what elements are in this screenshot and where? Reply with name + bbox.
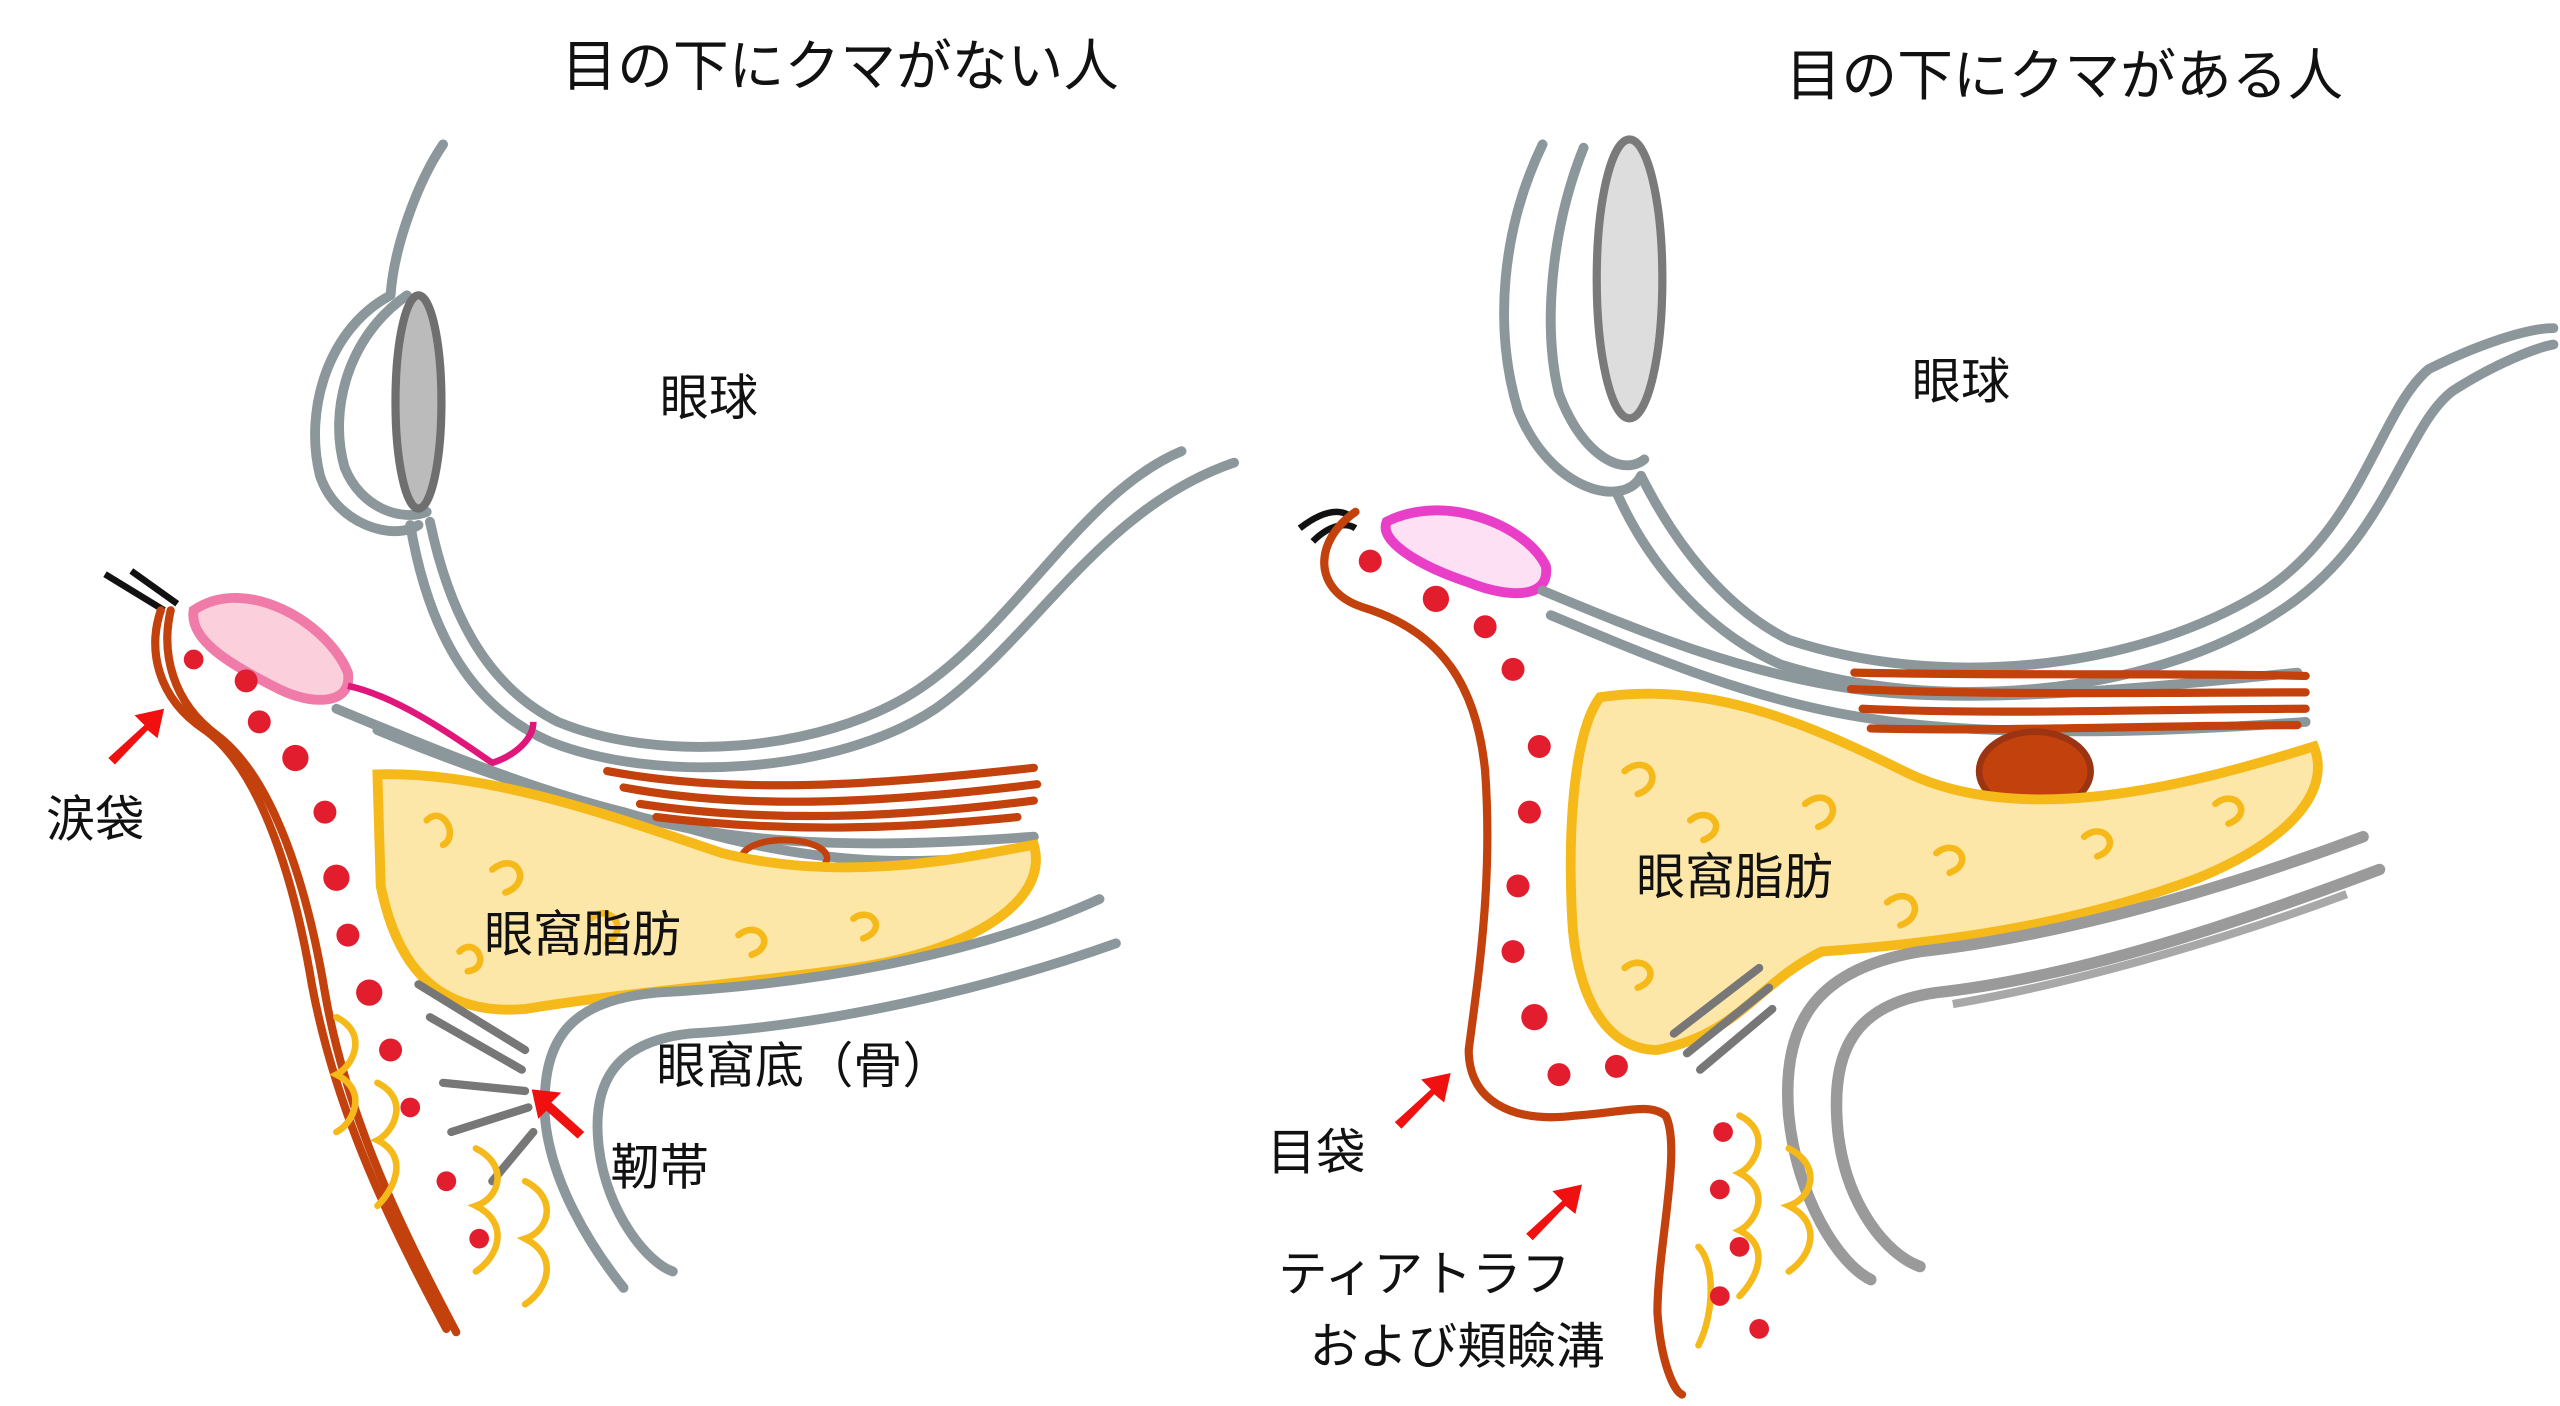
right-label-eyeball: 眼球: [1912, 353, 2010, 411]
left-cheek-fat: [329, 1013, 551, 1308]
right-orbital-floor-bone: [1782, 830, 2386, 1286]
left-eyelashes-icon: [103, 568, 180, 614]
left-title: 目の下にクマがない人: [561, 34, 1119, 99]
left-skin-line: [151, 606, 451, 1333]
right-muscle-fibers: [1846, 668, 2310, 814]
right-panel: 目の下にクマがある人: [1267, 44, 2559, 1399]
right-red-dots: [1358, 549, 1770, 1339]
right-label-eye-bag: 目袋: [1267, 1124, 1365, 1182]
right-arrow-tear-trough-icon: [1526, 1184, 1582, 1241]
right-eyelid-and-globe: [1499, 135, 2559, 697]
left-arrow-ligament-icon: [531, 1089, 585, 1139]
left-muscle-fibers: [603, 763, 1042, 880]
left-label-orbital-floor: 眼窩底（骨）: [656, 1037, 951, 1095]
left-ligament-fibers: [414, 980, 538, 1186]
right-cheek-fat: [1695, 1112, 1814, 1349]
left-label-ligament: 靭帯: [610, 1139, 708, 1197]
right-arrow-eye-bag-icon: [1394, 1072, 1451, 1129]
left-eyelid-and-globe: [310, 139, 1239, 773]
right-label-tear-trough: ティアトラフ: [1278, 1245, 1570, 1303]
right-orbicularis-muscle: [1380, 505, 1552, 598]
right-cornea: [1592, 135, 1667, 423]
left-label-orbital-fat: 眼窩脂肪: [484, 906, 681, 964]
left-orbital-fat: [372, 769, 1041, 1015]
left-cornea: [391, 291, 446, 513]
left-arrow-tear-trough-icon: [108, 708, 165, 765]
left-septum: [347, 682, 537, 767]
right-label-orbital-fat: 眼窩脂肪: [1636, 848, 1833, 906]
left-label-eyeball: 眼球: [660, 369, 758, 427]
left-label-tear-bag: 涙袋: [46, 791, 144, 849]
left-orbital-floor-bone: [539, 894, 1121, 1293]
left-orbicularis-muscle: [188, 593, 354, 705]
right-orbital-fat: [1565, 688, 2323, 1055]
right-label-lid-cheek-groove: および頬瞼溝: [1310, 1317, 1605, 1375]
right-title: 目の下にクマがある人: [1786, 44, 2344, 109]
right-skin-line: [1320, 507, 1687, 1399]
left-red-dots: [183, 649, 490, 1249]
left-panel: 目の下にクマがない人: [46, 34, 1239, 1337]
right-ligament-fibers: [1669, 963, 1777, 1074]
